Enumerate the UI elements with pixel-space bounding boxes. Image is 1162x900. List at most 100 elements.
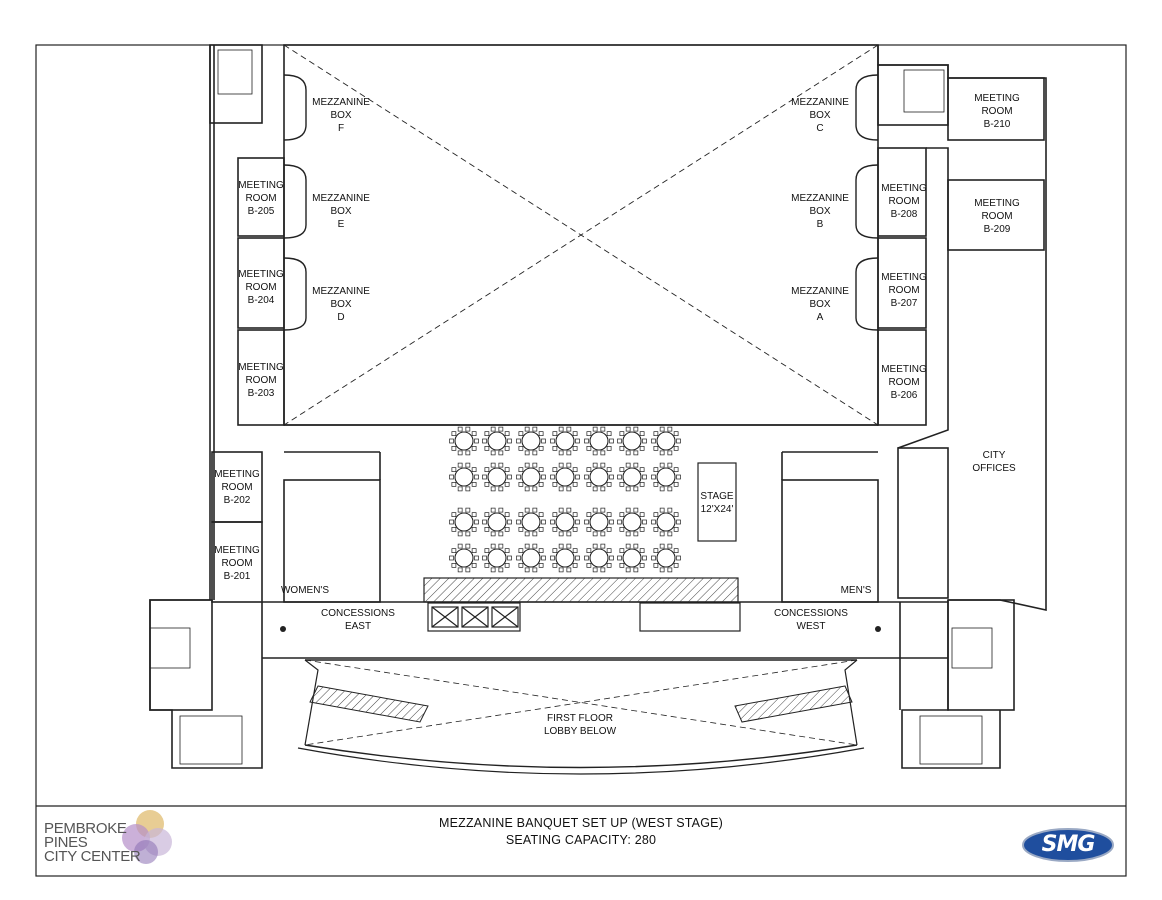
- chair: [586, 512, 592, 518]
- chair: [532, 543, 538, 549]
- chair: [566, 507, 572, 513]
- chair: [676, 438, 681, 444]
- title-block: MEZZANINE BANQUET SET UP (WEST STAGE) SE…: [36, 806, 1126, 876]
- chair: [572, 548, 578, 554]
- chair: [507, 555, 512, 561]
- chair: [609, 438, 614, 444]
- banquet-table: [651, 462, 681, 492]
- chair: [474, 555, 479, 561]
- hatched-riser: [423, 577, 739, 603]
- chair: [550, 438, 555, 444]
- banquet-table: [482, 426, 512, 456]
- banquet-table: [516, 426, 546, 456]
- banquet-table: [617, 426, 647, 456]
- chair: [651, 555, 656, 561]
- chair: [451, 548, 457, 554]
- column: [280, 626, 286, 632]
- chair: [625, 567, 631, 573]
- chair: [550, 555, 555, 561]
- chair: [541, 519, 546, 525]
- chair: [550, 474, 555, 480]
- chair: [633, 486, 639, 492]
- chair: [606, 526, 612, 532]
- chair: [484, 562, 490, 568]
- chair: [609, 555, 614, 561]
- chair: [498, 507, 504, 513]
- chair: [639, 445, 645, 451]
- chair: [471, 548, 477, 554]
- chair: [633, 531, 639, 537]
- chair: [541, 555, 546, 561]
- banquet-table: [516, 543, 546, 573]
- chair: [504, 467, 510, 473]
- chair: [482, 555, 487, 561]
- chair: [471, 467, 477, 473]
- banquet-table: [449, 543, 479, 573]
- chair: [572, 526, 578, 532]
- chair: [633, 567, 639, 573]
- chair: [518, 548, 524, 554]
- chair: [673, 562, 679, 568]
- chair: [592, 531, 598, 537]
- chair: [518, 467, 524, 473]
- chair: [566, 531, 572, 537]
- chair: [673, 526, 679, 532]
- chair: [633, 450, 639, 456]
- chair: [600, 426, 606, 432]
- chair: [490, 567, 496, 573]
- chair: [490, 426, 496, 432]
- logo-line-2: PINES: [44, 834, 88, 851]
- chair: [484, 445, 490, 451]
- chair: [667, 462, 673, 468]
- chair: [457, 567, 463, 573]
- chair: [541, 438, 546, 444]
- chair: [619, 526, 625, 532]
- chair: [457, 486, 463, 492]
- chair: [639, 512, 645, 518]
- chair: [619, 467, 625, 473]
- chair: [566, 543, 572, 549]
- chair: [600, 531, 606, 537]
- chair: [659, 462, 665, 468]
- west-wing-walls: [149, 44, 381, 769]
- chair: [572, 512, 578, 518]
- chair: [600, 462, 606, 468]
- chair: [673, 548, 679, 554]
- chair: [504, 526, 510, 532]
- banquet-table: [651, 543, 681, 573]
- chair: [474, 438, 479, 444]
- chair: [617, 438, 622, 444]
- chair: [667, 531, 673, 537]
- chair: [653, 481, 659, 487]
- chair: [566, 462, 572, 468]
- smg-logo-oval: [1022, 828, 1114, 862]
- chair: [586, 445, 592, 451]
- banquet-table: [516, 462, 546, 492]
- chair: [667, 486, 673, 492]
- chair: [642, 555, 647, 561]
- chair: [673, 467, 679, 473]
- chair: [659, 486, 665, 492]
- chair: [609, 519, 614, 525]
- chair: [516, 555, 521, 561]
- banquet-table: [516, 507, 546, 537]
- chair: [457, 531, 463, 537]
- chair: [449, 474, 454, 480]
- chair: [639, 431, 645, 437]
- chair: [558, 462, 564, 468]
- chair: [518, 431, 524, 437]
- banquet-table: [550, 507, 580, 537]
- chair: [575, 438, 580, 444]
- chair: [504, 445, 510, 451]
- chair: [572, 481, 578, 487]
- chair: [490, 531, 496, 537]
- chair: [592, 543, 598, 549]
- chair: [606, 562, 612, 568]
- chair: [451, 481, 457, 487]
- chair: [617, 555, 622, 561]
